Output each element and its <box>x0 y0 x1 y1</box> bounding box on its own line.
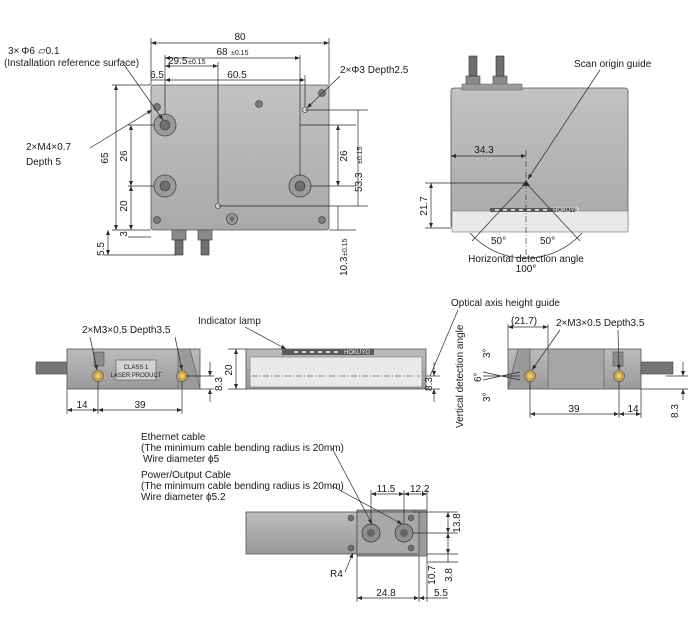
class-line1: CLASS 1 <box>124 365 149 371</box>
class-line2: LASER PRODUCT <box>110 373 161 379</box>
angle-up: 3° <box>482 348 493 358</box>
horizontal-label: Horizontal detection angle <box>468 254 584 265</box>
dim-14: 14 <box>76 400 88 411</box>
front-dim-20: 20 <box>224 364 235 376</box>
tol-68: ±0.15 <box>231 50 249 57</box>
dim-60-5: 60.5 <box>227 70 247 81</box>
front-brand: HOKUYO <box>344 350 370 356</box>
dim-11-5: 11.5 <box>377 484 396 495</box>
dim-26-left: 26 <box>119 150 130 162</box>
optical-axis-label: Optical axis height guide <box>451 298 560 309</box>
radius-r4: R4 <box>330 569 343 580</box>
brand: HOKUYO <box>553 208 579 214</box>
indicator-strip: HOKUYO <box>490 208 579 214</box>
scan-view-body <box>450 87 629 229</box>
power-label: Power/Output Cable <box>141 470 231 481</box>
dim-39: 39 <box>134 400 146 411</box>
left-side-view: CLASS 1 LASER PRODUCT 2×M3×0.5 Depth3.5 … <box>35 325 225 414</box>
tapped-depth: Depth 5 <box>26 157 61 168</box>
power-note: (The minimum cable bending radius is 20m… <box>141 481 344 492</box>
left-cable <box>35 361 69 375</box>
scan-view: HOKUYO 50° 50° Horizontal detection angl… <box>419 55 652 275</box>
left-tapped-callout: 2×M3×0.5 Depth3.5 <box>82 325 171 336</box>
dim-24-8: 24.8 <box>376 588 396 599</box>
angle-right: 50° <box>540 236 555 247</box>
dim-8-3: 8.3 <box>214 377 225 391</box>
corner-screw <box>407 514 415 522</box>
right-dim-14: 14 <box>627 404 639 415</box>
front-dim-8-3: 8.3 <box>424 377 435 391</box>
scan-origin-label: Scan origin guide <box>574 59 652 70</box>
tol-53-3: ±0.15 <box>357 146 364 164</box>
dim-20: 20 <box>119 200 130 212</box>
right-panel <box>547 348 605 390</box>
dim-26-right: 26 <box>339 150 350 162</box>
dim-13-8: 13.8 <box>452 513 463 533</box>
dim-3-8: 3.8 <box>444 568 455 582</box>
cable-stub <box>197 229 213 241</box>
mount-callout-note: (Installation reference surface) <box>4 58 139 69</box>
tapped-callout: 2×M4×0.7 <box>26 142 71 153</box>
ethernet-label: Ethernet cable <box>141 432 206 443</box>
indicator-lamp-label: Indicator lamp <box>198 316 261 327</box>
vertical-angle-label: Vertical detection angle <box>455 324 466 428</box>
dim-6-5: 6.5 <box>150 70 164 81</box>
front-view: HOKUYO Indicator lamp 20 8.3 <box>198 316 440 402</box>
dim-5-5-bottom: 5.5 <box>434 588 448 599</box>
top-view: 80 68 ±0.15 29.5 ±0.15 60.5 6.5 3×Φ6⏥0.1… <box>4 32 409 276</box>
right-tapped-callout: 2×M3×0.5 Depth3.5 <box>556 318 645 329</box>
dim-10-7: 10.7 <box>427 565 438 585</box>
power-wire: Wire diameter ϕ5.2 <box>141 492 226 503</box>
tol-29-5: ±0.15 <box>188 59 206 66</box>
horizontal-value: 100° <box>516 264 537 275</box>
angle-left: 50° <box>491 236 506 247</box>
dim-53-3: 53.3 <box>354 172 365 192</box>
indicator-lamp: HOKUYO <box>282 349 374 356</box>
right-side-view: Optical axis height guide (21.7) 2×M3×0.… <box>429 298 688 428</box>
corner-screw <box>407 544 415 552</box>
dim-65: 65 <box>100 152 111 164</box>
class-label-plate <box>115 359 157 381</box>
dim-5-5: 5.5 <box>96 242 107 256</box>
right-dim-21-7: (21.7) <box>511 316 537 327</box>
angle-down: 3° <box>482 392 493 402</box>
dim-21-7: 21.7 <box>419 196 430 216</box>
dim-10-3: 10.3 <box>339 256 350 276</box>
screw <box>153 103 161 111</box>
corner-screw <box>347 544 355 552</box>
tol-10-3: ±0.15 <box>342 238 349 256</box>
dim-80: 80 <box>234 32 246 43</box>
right-indicator-slot <box>612 351 624 367</box>
pin-hole-callout: 2×Φ3 Depth2.5 <box>340 65 409 76</box>
bottom-view: Ethernet cable (The minimum cable bendin… <box>141 432 463 602</box>
screw <box>318 216 326 224</box>
mount-callout: 3×Φ6⏥0.1 <box>8 46 60 57</box>
corner-screw <box>347 514 355 522</box>
dim-29-5: 29.5 <box>168 56 188 67</box>
screw <box>153 216 161 224</box>
dim-3: 3 <box>119 231 130 237</box>
ethernet-note: (The minimum cable bending radius is 20m… <box>141 443 344 454</box>
ethernet-wire: Wire diameter ϕ5 <box>143 454 220 465</box>
top-view-body <box>150 84 330 231</box>
front-window <box>249 356 423 388</box>
indicator-slot <box>93 351 105 367</box>
right-dim-39: 39 <box>568 404 580 415</box>
dim-34-3: 34.3 <box>474 145 494 156</box>
cable-stub <box>171 229 187 241</box>
scan-window <box>451 210 629 233</box>
right-cable <box>640 361 674 375</box>
angle-mid: 6° <box>473 372 484 382</box>
right-dim-8-3: 8.3 <box>670 404 681 418</box>
dim-68: 68 <box>216 47 228 58</box>
screw <box>255 100 263 108</box>
dim-12-2: 12.2 <box>410 484 430 495</box>
